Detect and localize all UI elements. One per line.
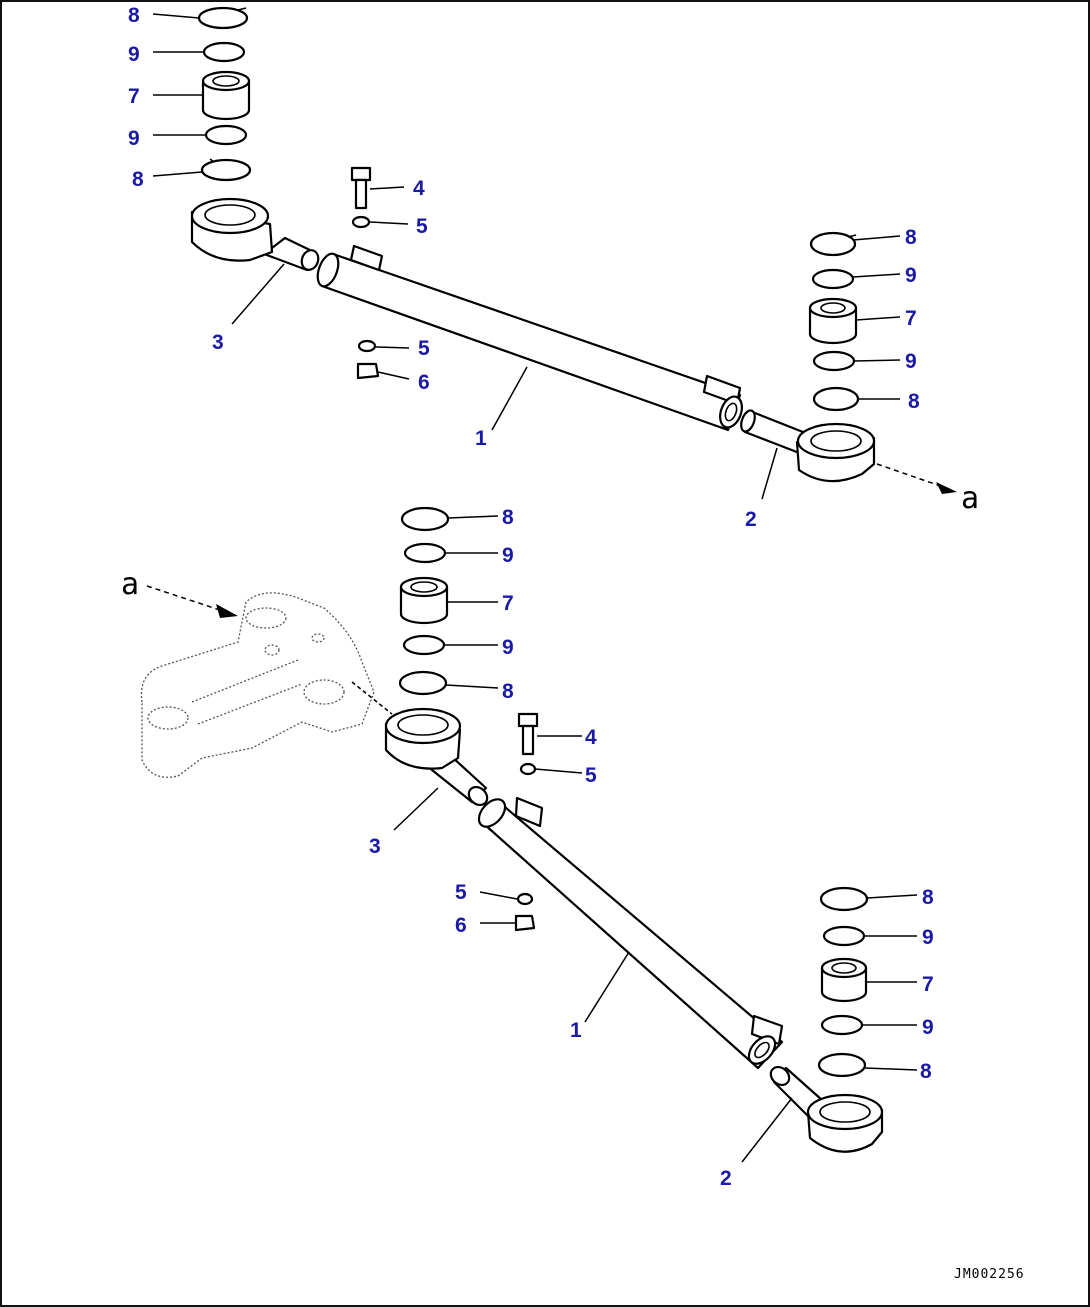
- callout-8-upper-left-top: 8: [128, 4, 140, 27]
- callout-1-lower: 1: [570, 1019, 582, 1042]
- callout-5-upper-top: 5: [416, 215, 428, 238]
- washer-top-upper: [351, 215, 371, 229]
- callout-4-lower: 4: [585, 726, 597, 749]
- shim-top-left-lower: [403, 542, 447, 564]
- callout-7-lower-right: 7: [922, 973, 934, 996]
- callout-5-upper-bottom: 5: [418, 337, 430, 360]
- callout-5-lower-top: 5: [585, 764, 597, 787]
- callout-8-lower-right-top: 8: [922, 886, 934, 909]
- tie-rod-end-left-upper: [190, 197, 320, 272]
- snap-ring-bottom-left-upper: [200, 158, 252, 182]
- callout-8-upper-left-bottom: 8: [132, 168, 144, 191]
- callout-4-upper: 4: [413, 177, 425, 200]
- snap-ring-bottom-left-lower: [398, 670, 448, 696]
- bushing-left-lower: [399, 576, 449, 625]
- washer-top-lower: [519, 762, 537, 776]
- tie-rod-tube-upper: [316, 244, 743, 432]
- nut-upper: [356, 362, 380, 380]
- callout-2-lower: 2: [720, 1167, 732, 1190]
- bushing-left-upper: [201, 70, 251, 121]
- snap-ring-top-right-upper: [809, 231, 857, 257]
- shim-top-left-upper: [202, 41, 246, 63]
- drawing-code: JM002256: [954, 1267, 1025, 1282]
- view-arrowhead-lower: [216, 604, 238, 618]
- snap-ring-top-left-lower: [400, 506, 450, 532]
- snap-ring-top-left-upper: [197, 6, 249, 30]
- callout-8-lower-right-bottom: 8: [920, 1060, 932, 1083]
- washer-bottom-upper: [357, 339, 377, 353]
- view-arrowhead-upper: [936, 482, 957, 494]
- callout-9-lower-right-bottom: 9: [922, 1016, 934, 1039]
- snap-ring-bottom-right-lower: [817, 1052, 867, 1078]
- view-label-a-right: a: [961, 481, 979, 516]
- callout-9-lower-right-top: 9: [922, 926, 934, 949]
- tie-rod-end-right-upper: [740, 409, 876, 483]
- snap-ring-bottom-right-upper: [812, 386, 860, 412]
- shim-bottom-left-upper: [204, 124, 248, 146]
- tie-rod-tube-lower: [477, 796, 784, 1070]
- tie-rod-end-left-lower: [384, 707, 489, 807]
- bolt-lower: [517, 712, 539, 756]
- shim-bottom-right-lower: [820, 1014, 864, 1036]
- callout-7-lower-left: 7: [502, 592, 514, 615]
- view-label-a-left: a: [121, 567, 139, 602]
- callout-9-upper-right-top: 9: [905, 264, 917, 287]
- callout-3-lower: 3: [369, 835, 381, 858]
- shim-top-right-lower: [822, 925, 866, 947]
- callout-8-lower-left-bottom: 8: [502, 680, 514, 703]
- callout-7-upper-left: 7: [128, 85, 140, 108]
- callout-1-upper: 1: [475, 427, 487, 450]
- shim-top-right-upper: [811, 268, 855, 290]
- callout-3-upper: 3: [212, 331, 224, 354]
- callout-2-upper: 2: [745, 508, 757, 531]
- callout-9-lower-left-bottom: 9: [502, 636, 514, 659]
- nut-lower: [514, 914, 536, 932]
- bolt-upper: [350, 166, 372, 210]
- bushing-right-lower: [820, 957, 868, 1003]
- shim-bottom-left-lower: [402, 634, 446, 656]
- callout-8-upper-right-bottom: 8: [908, 390, 920, 413]
- washer-bottom-lower: [516, 892, 534, 906]
- callout-6-upper: 6: [418, 371, 430, 394]
- callout-9-lower-left-top: 9: [502, 544, 514, 567]
- bushing-right-upper: [808, 297, 858, 345]
- callout-7-upper-right: 7: [905, 307, 917, 330]
- callout-8-lower-left-top: 8: [502, 506, 514, 529]
- callout-9-upper-left-top: 9: [128, 43, 140, 66]
- callout-9-upper-left-bottom: 9: [128, 127, 140, 150]
- axle-housing-phantom: [140, 592, 375, 778]
- shim-bottom-right-upper: [812, 350, 856, 372]
- callout-6-lower: 6: [455, 914, 467, 937]
- callout-9-upper-right-bottom: 9: [905, 350, 917, 373]
- tie-rod-end-right-lower: [769, 1065, 884, 1153]
- snap-ring-top-right-lower: [819, 886, 869, 912]
- callout-8-upper-right-top: 8: [905, 226, 917, 249]
- callout-5-lower-bottom: 5: [455, 881, 467, 904]
